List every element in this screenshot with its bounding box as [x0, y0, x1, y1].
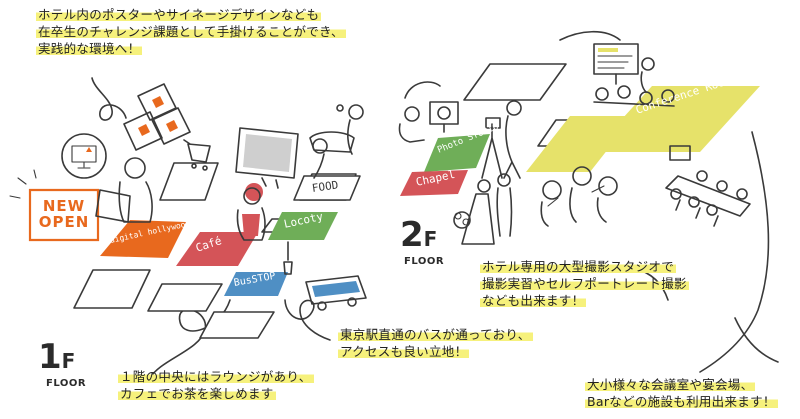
connector-line: [91, 77, 127, 121]
floor-label-2f: 2F: [400, 215, 438, 255]
cafe-tile: [176, 232, 258, 266]
chapel-tile: [400, 170, 468, 196]
studio-tile: [100, 220, 186, 258]
floor-tile: [463, 63, 567, 101]
floor-tile: [73, 269, 151, 309]
connector-line: [559, 30, 621, 41]
floor-tile: [147, 283, 223, 312]
locoty-tile: [268, 212, 338, 240]
yellow-tile: [526, 116, 634, 172]
caption-lounge: １階の中央にはラウンジがあり、 カフェでお茶を楽しめます: [118, 369, 314, 401]
camera-icon: [429, 101, 459, 133]
projector-icon: [593, 43, 639, 85]
whiteboard-icon: [669, 145, 691, 161]
caption-posters: ホテル内のポスターやサイネージデザインなども 在卒生のチャレンジ課題として手掛け…: [36, 7, 346, 56]
caption-bus: 東京駅直通のバスが通っており、 アクセスも良い立地！: [338, 327, 533, 359]
new-open-badge: [28, 188, 100, 242]
cart-icon: [183, 139, 211, 171]
floor-word-2f: FLOOR: [404, 256, 445, 267]
photo-studio-tile: [424, 134, 490, 172]
connector-line: [284, 299, 331, 341]
connector-line: [699, 131, 770, 373]
tv-icon: [235, 127, 299, 189]
monitor-icon: [61, 133, 107, 179]
floor-tile: [159, 162, 219, 201]
caption-studio: ホテル専用の大型撮影スタジオで 撮影実習やセルフポートレート撮影 なども出来ます…: [480, 259, 689, 308]
food-tile: [293, 175, 361, 201]
flower-icon: [453, 211, 471, 229]
floor-label-1f: 1F: [38, 337, 76, 377]
conference-tile: [592, 86, 760, 152]
floor-word-1f: FLOOR: [46, 378, 87, 389]
floor-tile: [199, 311, 275, 339]
caption-conference: 大小様々な会議室や宴会場、 Barなどの施設も利用出来ます！: [585, 377, 778, 409]
new-open-text: NEW OPEN: [38, 197, 90, 231]
poster-icon: [123, 83, 191, 151]
connector-line: [404, 81, 441, 99]
connector-line: [734, 317, 779, 363]
bus-icon: [305, 275, 367, 311]
busstop-tile: [224, 272, 288, 296]
